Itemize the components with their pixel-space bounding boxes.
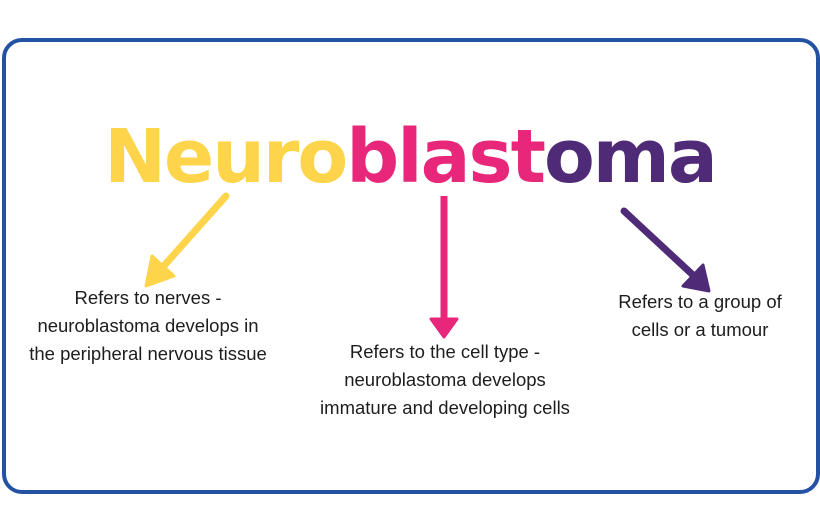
note-line: immature and developing cells — [320, 397, 570, 418]
note-line: cells or a tumour — [631, 319, 769, 340]
note-line: neuroblastoma develops — [344, 369, 546, 390]
note-oma: Refers to a group of cells or a tumour — [600, 288, 800, 344]
note-line: Refers to the cell type - — [349, 341, 541, 362]
arrow-oma — [620, 207, 711, 293]
note-line: the peripheral nervous tissue — [29, 343, 267, 364]
note-neuro: Refers to nerves - neuroblastoma develop… — [0, 284, 296, 368]
note-line: neuroblastoma develops in — [37, 315, 259, 336]
note-blast: Refers to the cell type - neuroblastoma … — [290, 338, 600, 422]
title-part-blast: blast — [346, 114, 546, 200]
diagram-frame — [2, 38, 820, 494]
note-line: Refers to nerves - — [74, 287, 222, 308]
diagram-title: Neuroblastoma — [0, 112, 820, 202]
title-part-oma: oma — [543, 114, 718, 200]
arrow-blast — [429, 196, 459, 339]
title-part-neuro: Neuro — [104, 114, 348, 200]
note-line: Refers to a group of — [618, 291, 782, 312]
arrow-neuro — [144, 192, 230, 288]
